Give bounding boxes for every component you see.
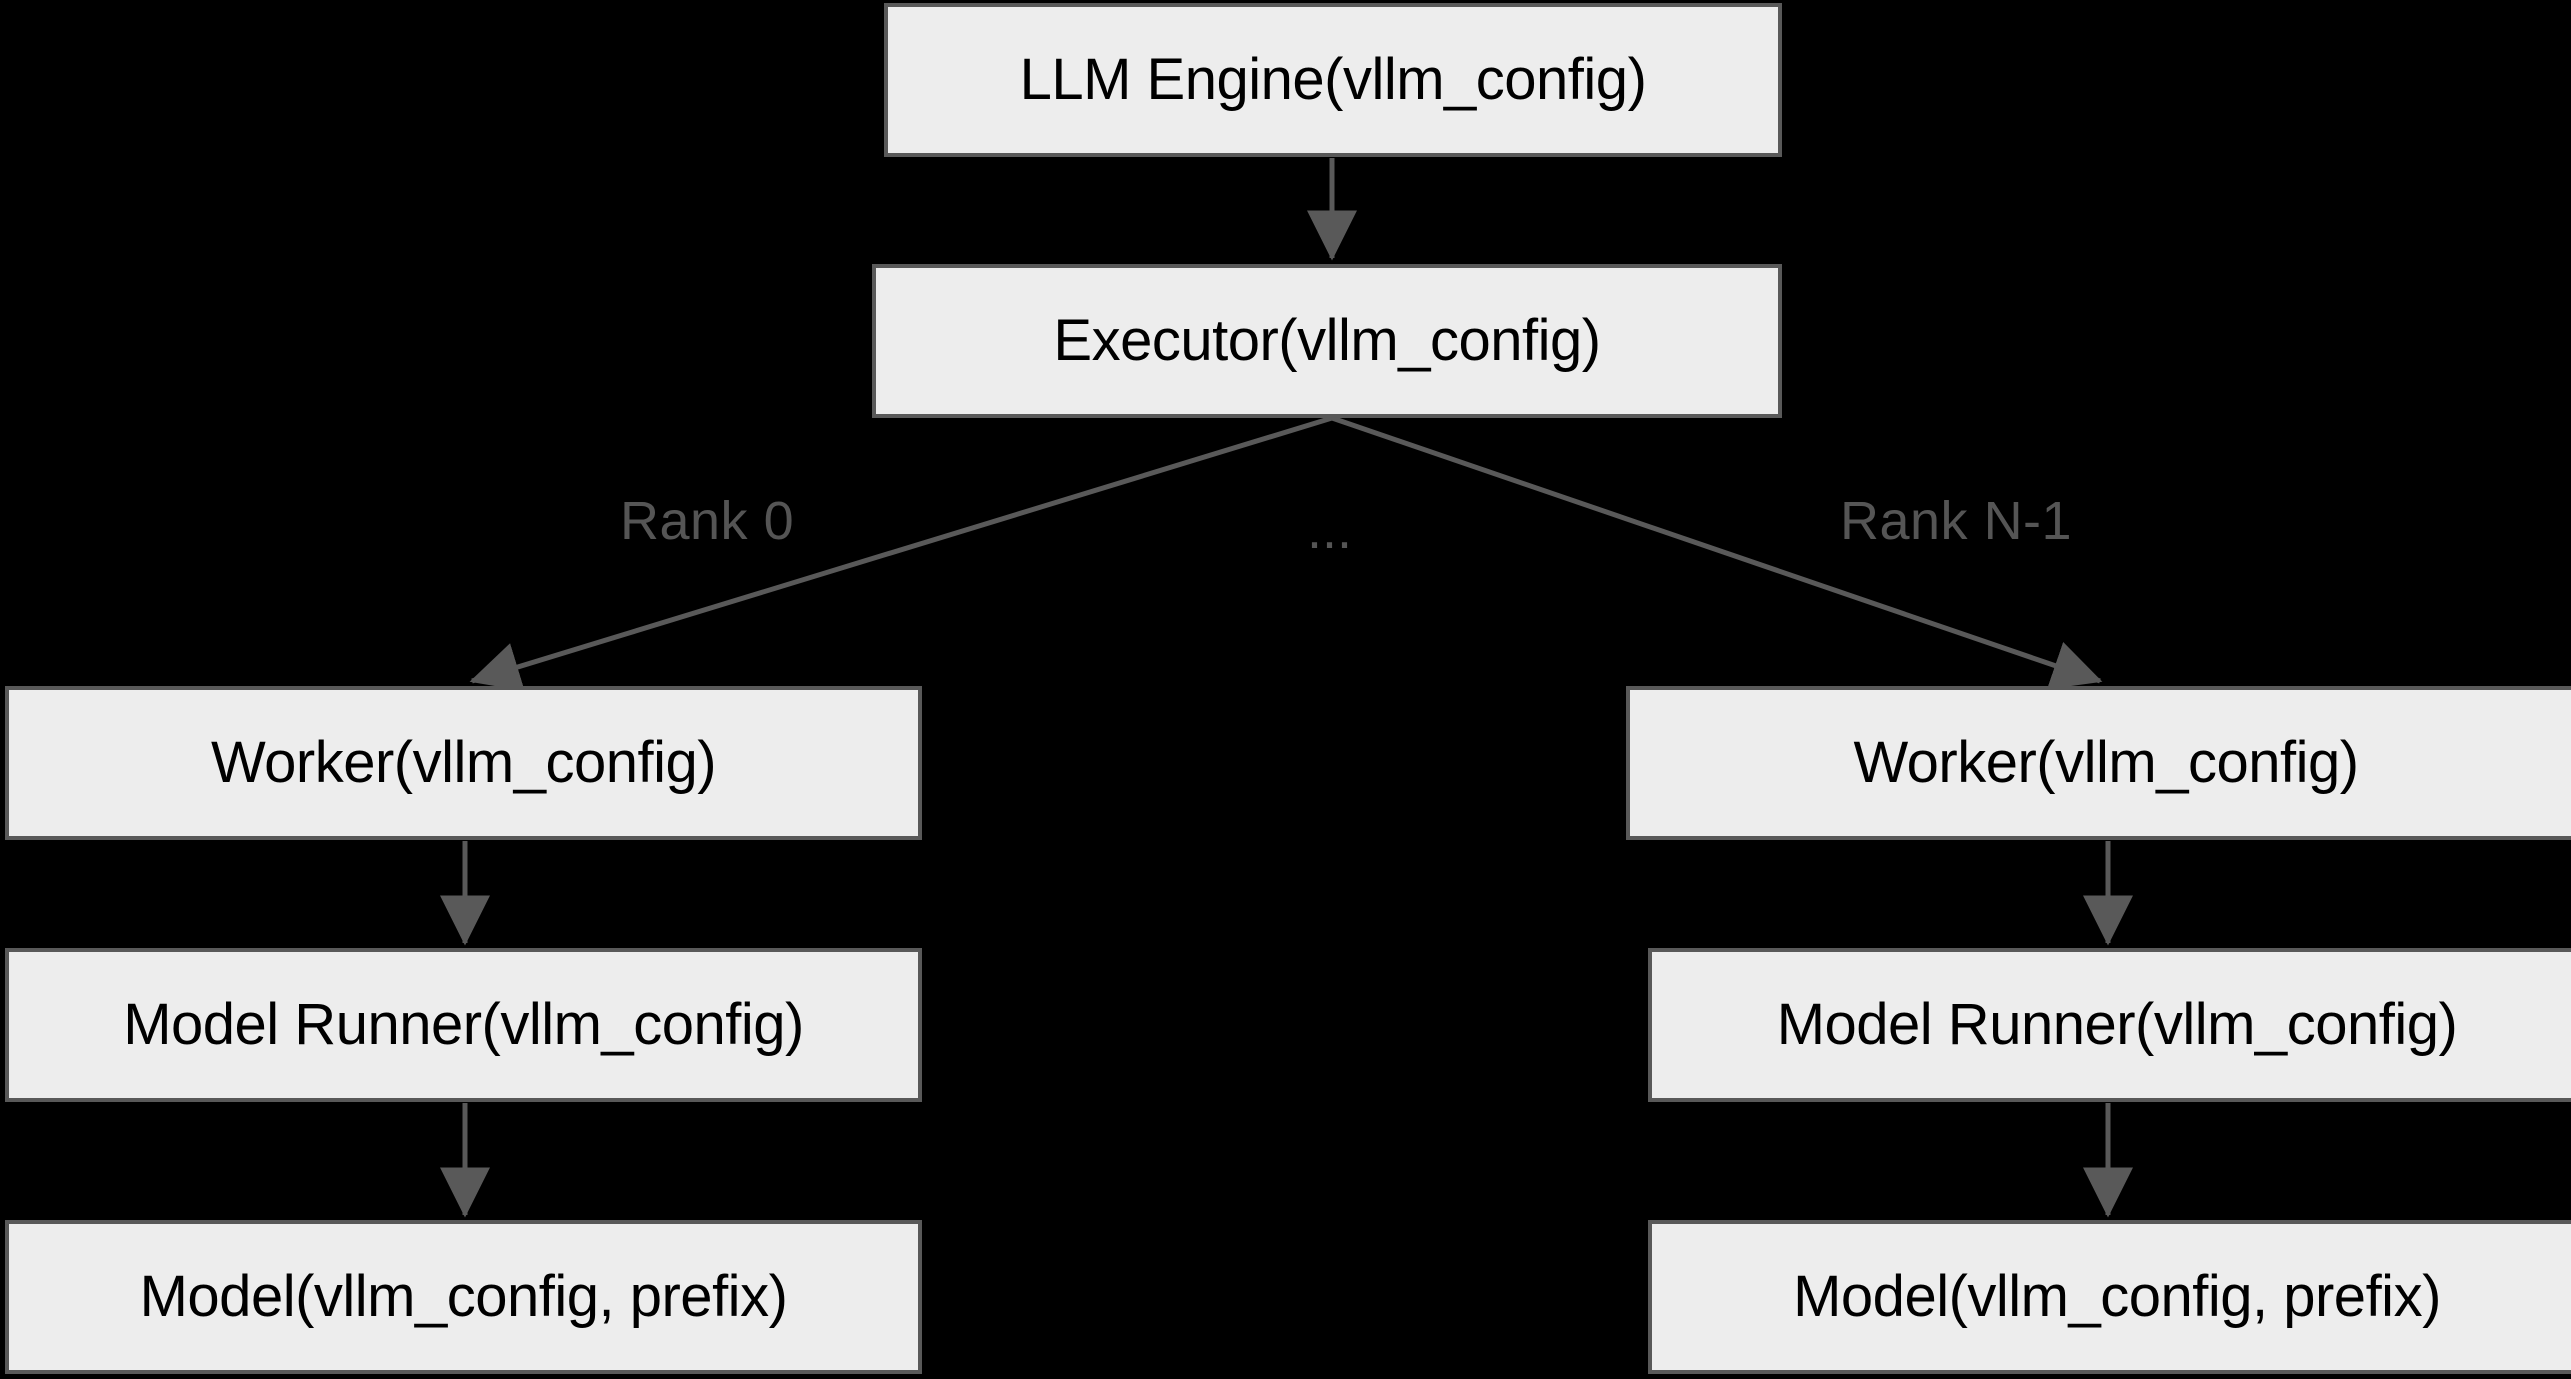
node-model-rank0[interactable]: Model(vllm_config, prefix)	[5, 1220, 922, 1374]
node-model-runner-rankn-label: Model Runner(vllm_config)	[1776, 992, 2458, 1057]
node-worker-rankn-label: Worker(vllm_config)	[1853, 730, 2359, 795]
node-model-rankn[interactable]: Model(vllm_config, prefix)	[1648, 1220, 2571, 1374]
node-model-rank0-label: Model(vllm_config, prefix)	[139, 1264, 788, 1329]
node-model-runner-rankn[interactable]: Model Runner(vllm_config)	[1648, 948, 2571, 1102]
edge-label-rank-0: Rank 0	[620, 491, 795, 551]
edge-executor-to-worker-rank0	[469, 415, 1333, 692]
node-model-rankn-label: Model(vllm_config, prefix)	[1793, 1264, 2441, 1329]
edge-label-rank-n-1: Rank N-1	[1840, 491, 2073, 551]
node-worker-rank0[interactable]: Worker(vllm_config)	[5, 686, 922, 840]
edge-label-rank-ellipsis: ...	[1307, 500, 1353, 560]
node-executor[interactable]: Executor(vllm_config)	[872, 264, 1782, 418]
node-model-runner-rank0-label: Model Runner(vllm_config)	[123, 992, 804, 1057]
node-worker-rankn[interactable]: Worker(vllm_config)	[1626, 686, 2571, 840]
node-llm-engine-label: LLM Engine(vllm_config)	[1019, 47, 1647, 112]
node-executor-label: Executor(vllm_config)	[1053, 308, 1601, 373]
node-worker-rank0-label: Worker(vllm_config)	[210, 730, 717, 795]
node-llm-engine[interactable]: LLM Engine(vllm_config)	[884, 3, 1782, 157]
node-model-runner-rank0[interactable]: Model Runner(vllm_config)	[5, 948, 922, 1102]
